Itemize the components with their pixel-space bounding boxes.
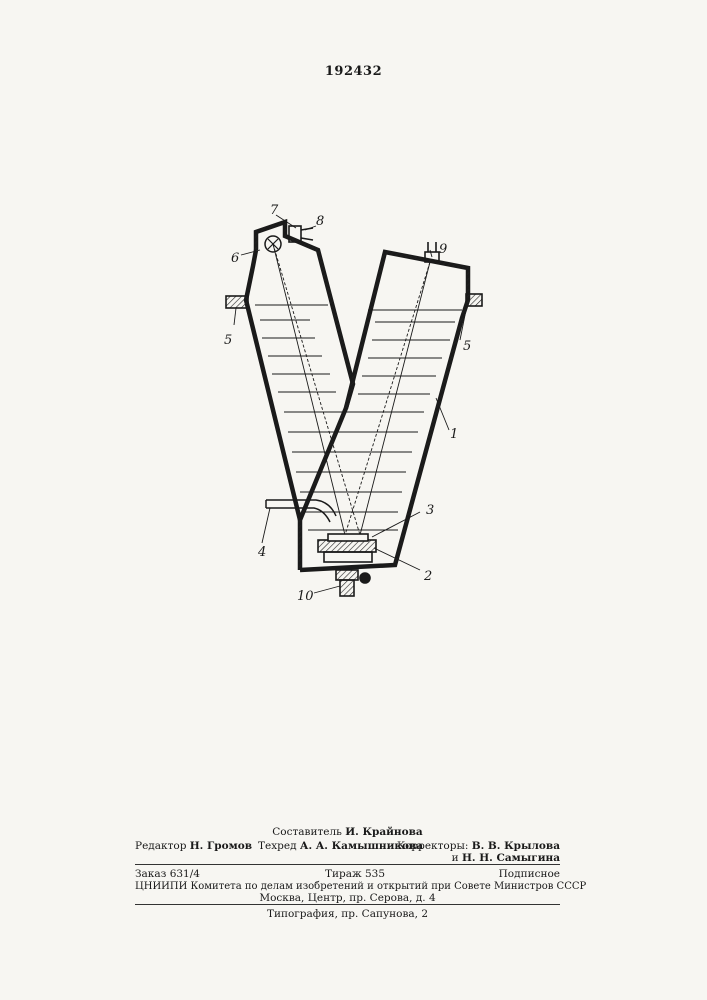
rule-bottom bbox=[135, 904, 560, 905]
label-4: 4 bbox=[257, 545, 266, 560]
sample-holder bbox=[318, 534, 376, 562]
vessel-left-outer-wall bbox=[246, 250, 300, 520]
compiler-name: И. Крайнова bbox=[345, 826, 423, 838]
label-5-right: 5 bbox=[463, 339, 471, 354]
nozzle-left bbox=[226, 296, 248, 308]
rule-top bbox=[135, 864, 560, 865]
label-1: 1 bbox=[450, 427, 458, 442]
liquid-lines bbox=[255, 305, 462, 530]
compiler-label: Составитель bbox=[272, 826, 342, 838]
printing-house: Типография, пр. Сапунова, 2 bbox=[135, 908, 560, 922]
label-5-left: 5 bbox=[224, 333, 232, 348]
nozzle-right bbox=[466, 294, 482, 306]
label-10: 10 bbox=[297, 589, 314, 604]
label-2: 2 bbox=[423, 569, 432, 584]
lamp bbox=[265, 236, 281, 252]
label-9: 9 bbox=[439, 242, 447, 257]
label-6: 6 bbox=[231, 251, 239, 266]
label-3: 3 bbox=[426, 503, 434, 518]
publication-info: Заказ 631/4 Тираж 535 Подписное ЦНИИПИ К… bbox=[135, 868, 560, 908]
label-7: 7 bbox=[270, 203, 279, 218]
label-8: 8 bbox=[316, 214, 324, 229]
bottom-valve bbox=[336, 570, 370, 596]
